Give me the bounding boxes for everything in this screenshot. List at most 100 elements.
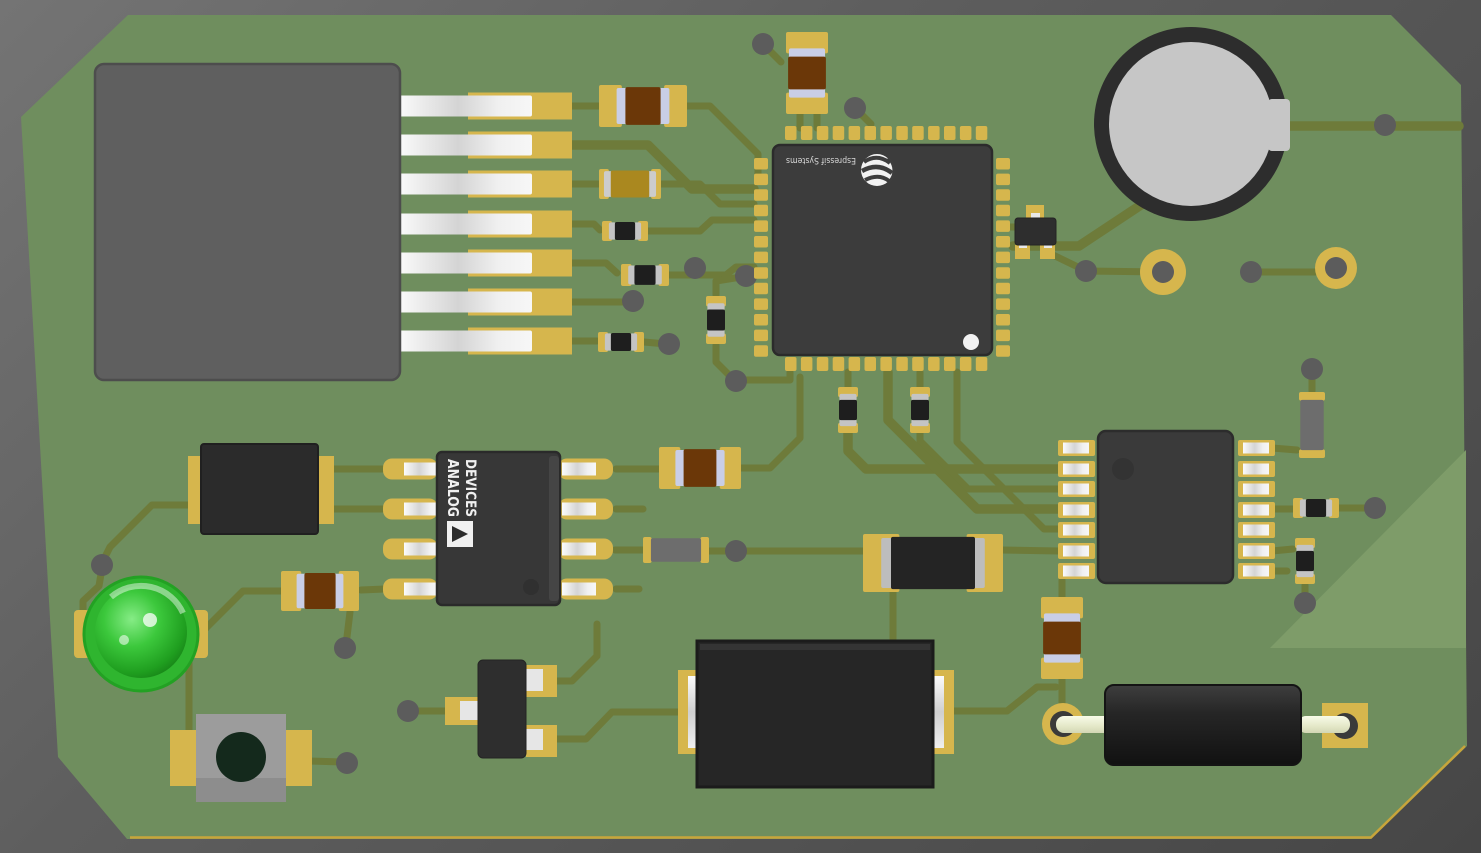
pin1-dimple: [1112, 458, 1134, 480]
part-layer: [659, 447, 681, 489]
module-lead: [398, 213, 532, 235]
ferrite-bead: [1299, 392, 1325, 458]
lead: [1243, 463, 1269, 475]
part-layer: [881, 538, 893, 588]
can-top: [1109, 42, 1273, 206]
pad: [996, 345, 1010, 357]
soic8-body: [435, 450, 562, 607]
smd-resistor: [1293, 498, 1339, 518]
via: [725, 540, 747, 562]
green-led: [74, 575, 208, 693]
espressif-logo-icon: [860, 154, 896, 186]
pad: [996, 314, 1010, 326]
esp32-chip: Espressif Systems: [754, 126, 1010, 371]
smd-capacitor: [659, 447, 741, 489]
smd-capacitor: [281, 571, 359, 611]
large-smd-block: [678, 639, 954, 789]
pad: [912, 126, 924, 140]
board-edge-copper: [130, 745, 1466, 839]
can-tab: [1268, 99, 1290, 151]
pad: [754, 251, 768, 264]
diode-body: [1104, 684, 1302, 766]
smd-capacitor: [1041, 597, 1083, 679]
esp32-pads: [754, 126, 1010, 371]
pad: [996, 158, 1010, 170]
pad: [1015, 245, 1030, 259]
pad: [896, 126, 908, 140]
lead: [404, 502, 438, 516]
part-layer: [1296, 570, 1314, 578]
pad: [832, 126, 845, 140]
pad: [928, 357, 940, 371]
via: [1364, 497, 1386, 519]
smd-resistor: [598, 332, 644, 352]
part-layer: [634, 265, 656, 285]
part-layer: [608, 222, 616, 240]
part-layer: [786, 92, 828, 114]
via: [752, 33, 774, 55]
part-layer: [654, 265, 662, 285]
lead: [404, 542, 438, 556]
pad: [284, 730, 312, 786]
part-layer: [1299, 499, 1307, 517]
part-layer: [1296, 544, 1314, 552]
part-layer: [973, 538, 985, 588]
lead: [562, 542, 596, 556]
pad: [996, 298, 1010, 310]
via-layer: [91, 33, 1396, 774]
pad: [848, 357, 861, 371]
pad: [996, 236, 1010, 248]
pad: [864, 126, 876, 140]
part-layer: [643, 538, 652, 562]
part-layer: [664, 85, 687, 127]
lead: [1243, 545, 1269, 557]
part-layer: [786, 32, 828, 54]
via: [622, 290, 644, 312]
part-layer: [1041, 597, 1083, 619]
part-layer: [911, 393, 929, 401]
part-layer: [707, 303, 725, 311]
lead: [1243, 565, 1269, 577]
tantalum-capacitor: [599, 169, 661, 199]
pin: [526, 669, 543, 691]
via: [1075, 260, 1097, 282]
part-layer: [1300, 449, 1324, 458]
pad: [800, 126, 813, 140]
pad: [975, 357, 988, 371]
smd-capacitor: [599, 85, 687, 127]
part-layer: [630, 333, 638, 351]
passive-components: [281, 32, 1339, 679]
pad: [959, 126, 972, 140]
pad: [754, 236, 768, 248]
part-layer: [683, 449, 717, 487]
pad: [996, 267, 1010, 279]
body-highlight: [700, 644, 930, 650]
lead: [562, 462, 596, 476]
part-layer: [604, 333, 612, 351]
part-layer: [707, 329, 725, 337]
via: [658, 333, 680, 355]
pad: [754, 173, 768, 186]
part-layer: [338, 571, 359, 611]
part-layer: [839, 393, 857, 401]
via: [1240, 261, 1262, 283]
pad: [785, 126, 797, 140]
tht-pad-hole: [1152, 261, 1174, 283]
part-layer: [719, 447, 741, 489]
via: [725, 370, 747, 392]
soic8-analog-devices-chip: ANALOG DEVICES: [383, 450, 613, 607]
soic8-bevel: [549, 456, 559, 601]
pad: [816, 126, 829, 140]
copper-pour-region: [1270, 450, 1466, 648]
pad: [912, 357, 924, 371]
analog-devices-logo-icon: [447, 521, 473, 547]
smd-inductor-body: [200, 443, 319, 535]
module-lead: [398, 173, 532, 195]
pad: [785, 357, 797, 371]
module-lead: [398, 291, 532, 313]
sot23-body: [477, 659, 527, 759]
axial-diode: [1042, 684, 1368, 766]
lead: [1298, 716, 1350, 733]
